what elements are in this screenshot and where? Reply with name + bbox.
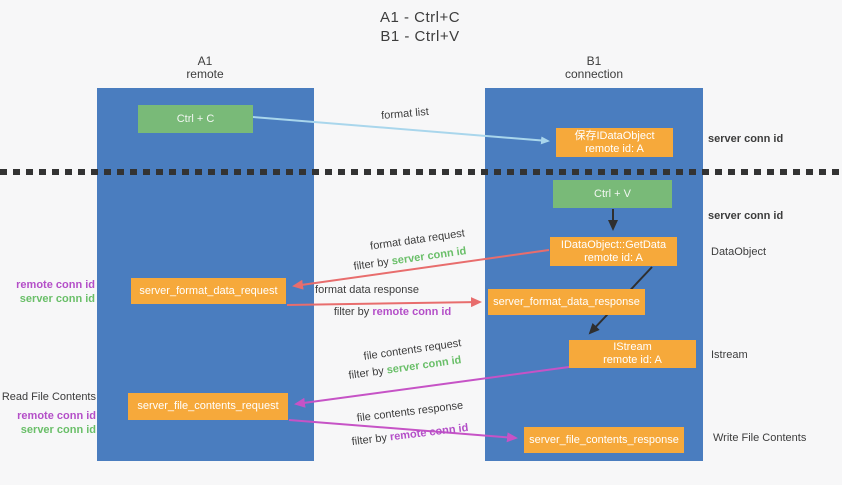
edge-label-format-list: format list [380,105,430,123]
remote-conn-id-text: remote conn id [372,306,452,318]
remote-conn-id-text: remote conn id [389,421,469,444]
node-ctrl-v[interactable]: Ctrl + V [553,180,672,208]
filter-by-text: filter by [333,306,370,318]
lane-b1-name: B1 [586,54,602,68]
node-idataobject-getdata-line2: remote id: A [584,251,643,264]
node-ctrl-c-label: Ctrl + C [176,112,215,125]
arrow-format-data-response [286,297,482,308]
lane-b1-subtitle: connection [564,67,624,81]
node-save-idataobject-line1: 保存IDataObject [574,129,655,142]
side-label-write-file-contents: Write File Contents [713,432,807,444]
node-save-idataobject[interactable]: 保存IDataObject remote id: A [556,128,673,157]
node-idataobject-getdata-line1: IDataObject::GetData [560,238,667,251]
node-ctrl-v-label: Ctrl + V [594,187,631,200]
lane-a1-name: A1 [197,54,213,68]
node-server-file-contents-response[interactable]: server_file_contents_response [524,427,684,453]
side-label-server-conn-id-mid: server conn id [708,210,784,222]
edge-label-file-contents-response: file contents response [356,399,464,425]
title-line-2: B1 - Ctrl+V [380,28,460,45]
session-divider-dashed-line [0,169,842,175]
lane-a1-subtitle: remote [186,67,224,81]
edge-label-format-data-response: format data response [315,284,419,296]
lane-header-a1: A1 remote [155,55,255,81]
side-label-server-conn-id-top: server conn id [708,133,784,145]
filter-by-text: filter by [347,365,385,382]
filter-by-text: filter by [352,256,390,273]
node-ctrl-c[interactable]: Ctrl + C [138,105,253,133]
title-line-1: A1 - Ctrl+C [379,9,461,26]
node-save-idataobject-line2: remote id: A [585,142,644,155]
side-label-server-conn-id-file: server conn id [20,424,96,436]
node-istream-line1: IStream [613,341,652,353]
side-label-remote-conn-id-file: remote conn id [17,410,96,422]
node-server-format-data-request[interactable]: server_format_data_request [131,278,286,304]
side-label-remote-conn-id-format: remote conn id [16,279,95,291]
side-label-istream: Istream [711,349,748,361]
node-istream-line2: remote id: A [603,354,662,366]
side-label-dataobject: DataObject [711,246,767,258]
node-server-file-contents-request[interactable]: server_file_contents_request [128,393,288,420]
diagram-title: A1 - Ctrl+C B1 - Ctrl+V [330,8,510,46]
server-conn-id-text: server conn id [390,245,468,268]
node-idataobject-getdata[interactable]: IDataObject::GetData remote id: A [550,237,677,266]
node-server-file-contents-response-label: server_file_contents_response [529,433,679,446]
node-server-file-contents-request-label: server_file_contents_request [137,400,279,412]
side-label-conn-ids-file: remote conn id server conn id [0,409,96,437]
filter-by-text: filter by [351,431,388,449]
node-server-format-data-response[interactable]: server_format_data_response [488,289,645,315]
edge-label-filter-remote-conn-id-format: filter by remote conn id [320,306,465,318]
side-label-conn-ids-format: remote conn id server conn id [0,278,95,306]
side-label-read-file-contents: Read File Contents [1,391,96,403]
node-server-format-data-response-label: server_format_data_response [493,295,640,308]
node-istream[interactable]: IStream remote id: A [569,340,696,368]
node-server-format-data-request-label: server_format_data_request [139,284,278,297]
side-label-server-conn-id-format: server conn id [19,293,95,305]
lane-header-b1: B1 connection [544,55,644,81]
